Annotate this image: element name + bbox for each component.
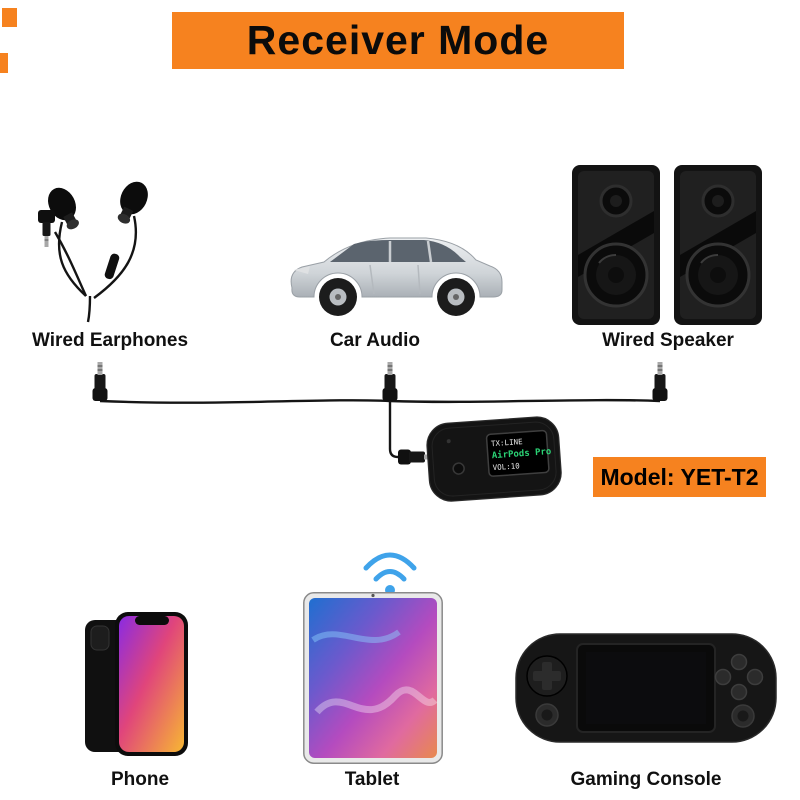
car-audio-image: [290, 237, 503, 316]
tablet-camera: [371, 593, 375, 598]
car-windows: [330, 240, 466, 262]
console-screen: [586, 652, 706, 724]
label-wired-earphones: Wired Earphones: [31, 330, 189, 351]
label-phone: Phone: [110, 769, 170, 790]
gaming-console-image: [515, 633, 777, 743]
earphone-jack: [38, 210, 55, 247]
aux-plug-center: [381, 361, 399, 402]
wireless-signal-icon: [363, 552, 417, 595]
tablet-image: [303, 592, 443, 764]
wired-speaker-image: [572, 165, 762, 325]
adapter-led: [446, 439, 451, 444]
car-front-wheel: [319, 278, 357, 316]
label-tablet: Tablet: [344, 769, 400, 790]
edge-artifact: [2, 8, 17, 27]
inline-remote: [104, 253, 120, 280]
adapter-button: [452, 462, 465, 475]
label-gaming-console: Gaming Console: [570, 769, 722, 790]
banner: Receiver Mode: [172, 12, 624, 69]
adapter-screen-line3: VOL:10: [492, 461, 520, 472]
adapter-screen-line2: AirPods Pro: [491, 446, 551, 461]
car-rear-wheel: [437, 278, 475, 316]
banner-title: Receiver Mode: [246, 17, 550, 63]
bluetooth-adapter-image: TX:LINE AirPods Pro VOL:10: [426, 416, 562, 502]
aux-plug-right: [651, 361, 669, 402]
left-speaker: [572, 165, 660, 325]
earphone-cables: [53, 215, 138, 323]
phone-front: [115, 612, 188, 756]
model-label-text: Model: YET-T2: [600, 463, 759, 490]
adapter-screen-line1: TX:LINE: [491, 437, 524, 448]
right-earbud: [117, 181, 148, 224]
phone-image: [85, 612, 188, 756]
wired-earphones-image: [38, 181, 148, 323]
label-wired-speaker: Wired Speaker: [602, 330, 734, 351]
aux-cable: [99, 398, 661, 404]
left-earbud: [48, 187, 79, 230]
adapter-screen: [485, 429, 550, 477]
aux-plug-left: [91, 361, 109, 402]
tablet-screen: [309, 598, 437, 758]
console-action-buttons: [714, 653, 764, 701]
label-car-audio: Car Audio: [329, 330, 421, 351]
right-speaker: [674, 165, 762, 325]
aux-cable-drop: [388, 401, 399, 459]
car-headlight: [294, 266, 310, 274]
console-dpad: [526, 655, 568, 697]
model-label: Model: YET-T2: [593, 457, 766, 497]
edge-artifact: [0, 53, 8, 73]
